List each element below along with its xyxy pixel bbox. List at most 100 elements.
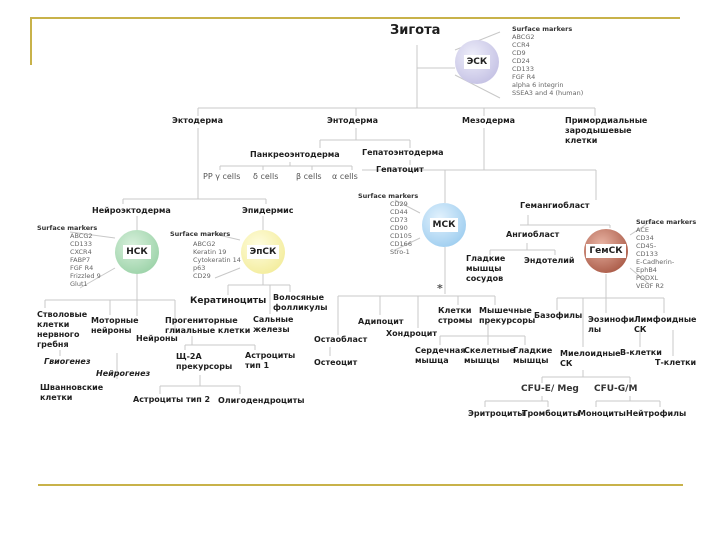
cfu-e-meg-label: CFU-E/ Meg xyxy=(521,384,579,394)
line: фолликулы xyxy=(273,303,328,312)
marker: ABCG2 xyxy=(193,240,216,248)
thrombocytes-label: Тромбоциты xyxy=(522,409,580,418)
nsc-label: НСК xyxy=(123,245,151,259)
marker: FGF R4 xyxy=(70,264,94,272)
alpha-cells-label: α cells xyxy=(332,172,358,181)
epsc-markers: Surface markers ABCG2 Keratin 19 Cytoker… xyxy=(170,230,241,280)
line: железы xyxy=(253,325,290,334)
markers-title: Surface markers xyxy=(512,25,573,33)
marker: ABCG2 xyxy=(70,232,93,240)
osteocyte-label: Остеоцит xyxy=(314,358,358,367)
astrocytes2-label: Астроциты тип 2 xyxy=(133,395,211,404)
marker: EphB4 xyxy=(636,266,657,274)
oligodendrocytes-label: Олигодендроциты xyxy=(218,396,305,405)
line: Гладкие xyxy=(513,346,553,355)
gliogenesis-label: Гвиогенез xyxy=(44,357,91,366)
line: лы xyxy=(588,325,602,334)
marker: CD34 xyxy=(636,234,654,242)
frame-left-line xyxy=(30,17,32,65)
nsc-markers: Surface markers ABCG2 CD133 CXCR4 FABP7 … xyxy=(37,224,101,288)
hemsc-markers: Surface markers ACE CD34 CD45- CD133 E-C… xyxy=(636,218,696,290)
endoderm-label: Энтодерма xyxy=(327,116,379,125)
angioblast-label: Ангиобласт xyxy=(506,230,560,239)
marker: CCR4 xyxy=(512,41,530,49)
marker: CD73 xyxy=(390,216,408,224)
neurons-label: Нейроны xyxy=(136,334,178,343)
esc-label: ЭСК xyxy=(463,55,491,69)
line: нейроны xyxy=(91,326,132,335)
hepato-endoderm-label: Гепатоэнтодерма xyxy=(362,148,444,157)
marker: CD24 xyxy=(512,57,530,65)
line: мышца xyxy=(415,356,449,365)
markers-title: Surface markers xyxy=(358,192,419,200)
marker: CD105 xyxy=(390,232,412,240)
marker: Keratin 19 xyxy=(193,248,227,256)
line: клетки xyxy=(40,393,73,402)
neutrophils-label: Нейтрофилы xyxy=(626,409,687,418)
neurogenesis-label: Нейрогенез xyxy=(96,369,151,378)
esc-cell: ЭСК xyxy=(455,40,499,84)
line: прекурсоры xyxy=(176,362,233,371)
line: Лимфоидные xyxy=(634,315,697,324)
marker: ACE xyxy=(636,226,649,234)
zygote-label: Зигота xyxy=(390,23,441,38)
b-cells-label: В-клетки xyxy=(620,348,662,357)
epsc-cell: ЭпСК xyxy=(241,230,285,274)
line: сосудов xyxy=(466,274,504,283)
marker: CD133 xyxy=(70,240,92,248)
neuroectoderm-label: Нейроэктодерма xyxy=(92,206,171,215)
line: Эозинофи xyxy=(588,315,635,324)
line: СК xyxy=(634,325,647,334)
line: Примордиальные xyxy=(565,116,648,125)
line: Гладкие xyxy=(466,254,506,263)
ectoderm-label: Эктодерма xyxy=(172,116,223,125)
cfu-gm-label: CFU-G/M xyxy=(594,384,638,394)
marker: CD133 xyxy=(636,250,658,258)
asterisk: * xyxy=(437,282,443,295)
marker: Stro-1 xyxy=(390,248,410,256)
msc-cell: МСК xyxy=(422,203,466,247)
line: Сердечная xyxy=(415,346,466,355)
marker: p63 xyxy=(193,264,206,272)
line: глиальные клетки xyxy=(165,326,251,335)
basophils-label: Базофилы xyxy=(534,311,583,320)
marker: FABP7 xyxy=(70,256,91,264)
line: тип 1 xyxy=(245,361,270,370)
marker: PODXL xyxy=(636,274,659,282)
primordial-label: Примордиальные зародышевые клетки xyxy=(565,116,647,146)
marker: E-Cadherin- xyxy=(636,258,675,266)
marker: SSEA3 and 4 (human) xyxy=(512,89,584,97)
hepatocyte-label: Гепатоцит xyxy=(376,165,424,174)
marker: Cytokeratin 14 xyxy=(193,256,241,264)
line: Сальные xyxy=(253,315,294,324)
marker: CD29 xyxy=(390,200,408,208)
line: СК xyxy=(560,359,573,368)
osteoblast-label: Остаобласт xyxy=(314,335,368,344)
marker: CD44 xyxy=(390,208,408,216)
line: зародышевые xyxy=(565,126,632,135)
frame-top-line xyxy=(30,17,680,19)
markers-title: Surface markers xyxy=(170,230,231,238)
line: Моторные xyxy=(91,316,139,325)
line: Прогениторные xyxy=(165,316,238,325)
line: гребня xyxy=(37,340,69,349)
erythrocytes-label: Эритроциты xyxy=(468,409,525,418)
line: Клетки xyxy=(438,306,472,315)
msc-markers: Surface markers CD29 CD44 CD73 CD90 CD10… xyxy=(358,192,418,256)
marker: alpha 6 integrin xyxy=(512,81,564,89)
line: прекурсоры xyxy=(479,316,536,325)
